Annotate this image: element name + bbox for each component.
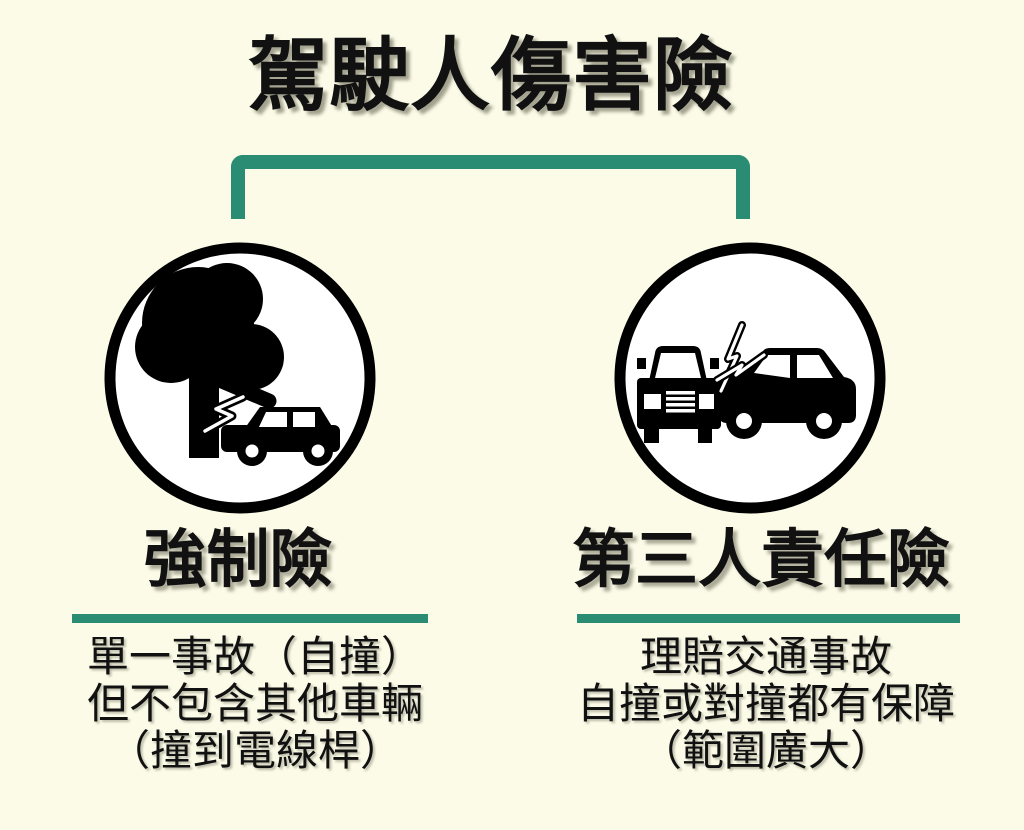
description-line: 但不包含其他車輛 <box>86 680 423 727</box>
two-car-collision-svg <box>614 242 886 514</box>
two-car-collision-icon <box>613 241 887 515</box>
branch-bracket <box>231 155 750 219</box>
underline-compulsory <box>72 614 428 623</box>
description-compulsory: 單一事故（自撞） 但不包含其他車輛 （撞到電線桿） <box>45 633 465 774</box>
description-line: （範圍廣大） <box>639 727 892 774</box>
description-line: 自撞或對撞都有保障 <box>576 680 955 727</box>
car-hits-tree-icon <box>103 241 377 515</box>
car-hits-tree-svg <box>104 242 376 514</box>
underline-third-party <box>577 614 960 623</box>
branch-label-third-party: 第三人責任險 <box>572 525 950 595</box>
branch-label-compulsory: 強制險 <box>143 525 333 595</box>
description-line: （撞到電線桿） <box>107 727 402 774</box>
description-line: 單一事故（自撞） <box>86 633 423 680</box>
description-line: 理賠交通事故 <box>639 633 892 680</box>
description-third-party: 理賠交通事故 自撞或對撞都有保障 （範圍廣大） <box>556 633 976 774</box>
page-title: 駕駛人傷害險 <box>248 31 734 120</box>
